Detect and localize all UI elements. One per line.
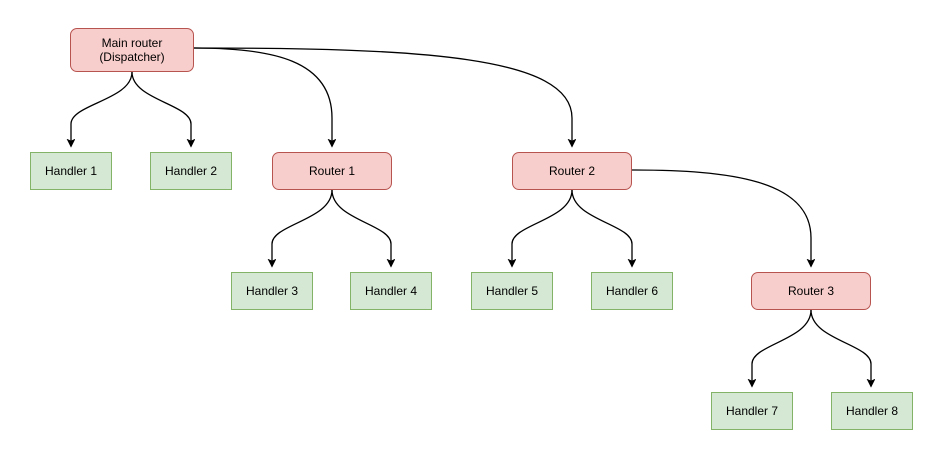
node-router-1[interactable]: Router 1: [272, 152, 392, 190]
edge-main-router-to-router-2: [193, 47, 572, 146]
node-handler-5[interactable]: Handler 5: [471, 272, 553, 310]
node-main-router[interactable]: Main router (Dispatcher): [70, 28, 194, 72]
edge-router-1-to-handler-4: [331, 189, 391, 266]
node-handler-2[interactable]: Handler 2: [150, 152, 232, 190]
node-label-main-router: Main router (Dispatcher): [99, 36, 165, 64]
node-label-handler-7: Handler 7: [725, 404, 779, 418]
edge-router-1-to-handler-3: [272, 189, 333, 266]
edge-router-2-to-router-3: [631, 169, 811, 266]
edge-router-2-to-handler-6: [571, 189, 632, 266]
node-label-handler-6: Handler 6: [605, 284, 659, 298]
edge-router-3-to-handler-7: [752, 309, 812, 386]
node-label-handler-2: Handler 2: [164, 164, 218, 178]
node-handler-6[interactable]: Handler 6: [591, 272, 673, 310]
node-handler-4[interactable]: Handler 4: [350, 272, 432, 310]
node-handler-3[interactable]: Handler 3: [231, 272, 313, 310]
node-label-handler-4: Handler 4: [364, 284, 418, 298]
node-label-router-2: Router 2: [548, 164, 596, 178]
edges-group: [71, 47, 871, 386]
node-handler-1[interactable]: Handler 1: [30, 152, 112, 190]
edge-main-router-to-router-1: [193, 47, 332, 146]
node-router-2[interactable]: Router 2: [512, 152, 632, 190]
edge-main-router-to-handler-1: [71, 71, 133, 146]
node-handler-7[interactable]: Handler 7: [711, 392, 793, 430]
edge-router-2-to-handler-5: [512, 189, 573, 266]
node-label-handler-1: Handler 1: [44, 164, 98, 178]
node-router-3[interactable]: Router 3: [751, 272, 871, 310]
edge-main-router-to-handler-2: [131, 71, 191, 146]
node-label-handler-3: Handler 3: [245, 284, 299, 298]
node-label-handler-5: Handler 5: [485, 284, 539, 298]
node-label-router-3: Router 3: [787, 284, 835, 298]
node-label-router-1: Router 1: [308, 164, 356, 178]
edge-router-3-to-handler-8: [810, 309, 871, 386]
node-label-handler-8: Handler 8: [845, 404, 899, 418]
node-handler-8[interactable]: Handler 8: [831, 392, 913, 430]
